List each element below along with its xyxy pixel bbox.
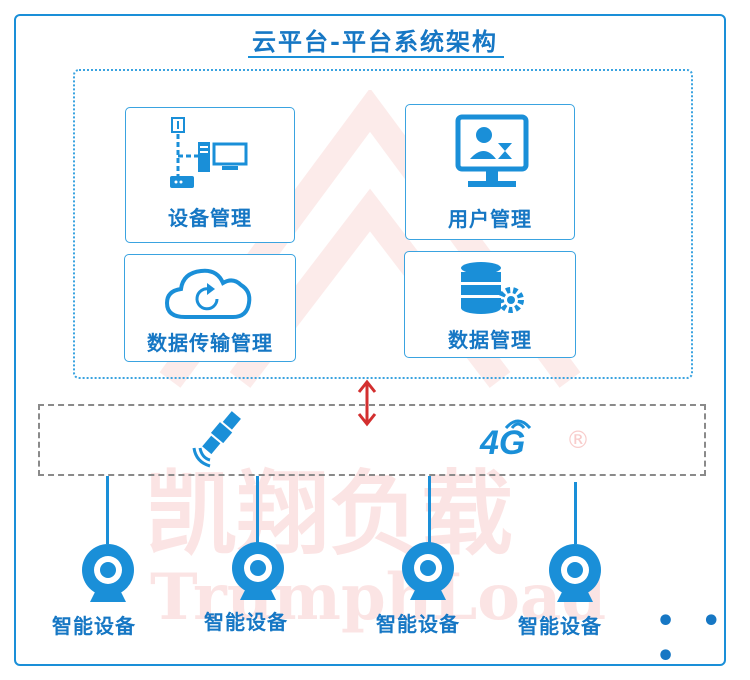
module-card-data-transmission: 数据传输管理	[124, 254, 296, 362]
bidirectional-arrow-icon	[357, 379, 377, 427]
device-label: 智能设备	[518, 614, 602, 638]
module-label: 数据管理	[448, 328, 532, 352]
module-card-user-management: 用户管理	[405, 104, 575, 240]
connector-line	[574, 482, 577, 544]
device-label: 智能设备	[52, 614, 136, 638]
more-devices-ellipsis: • • •	[656, 604, 729, 674]
user-monitor-icon	[455, 114, 529, 187]
device-label: 智能设备	[204, 610, 288, 634]
database-gear-icon	[461, 262, 524, 314]
platform-box	[73, 69, 693, 379]
smart-device-icon	[402, 542, 454, 600]
watermark-en: TrumphLoad	[150, 560, 607, 635]
network-layer-box	[38, 404, 706, 476]
connector-line	[106, 476, 109, 544]
cellular-4g-label: 4G	[480, 424, 526, 462]
module-card-device-management: 设备管理	[125, 107, 295, 243]
smart-device-icon	[82, 544, 134, 602]
title-underline	[248, 56, 504, 58]
signal-arcs-icon	[504, 419, 532, 430]
smart-device-icon	[232, 542, 284, 600]
module-label: 数据传输管理	[147, 331, 273, 355]
cloud-sync-icon	[164, 268, 252, 319]
satellite-icon	[192, 411, 241, 468]
registered-mark: ®	[566, 426, 590, 454]
connector-line	[256, 476, 259, 544]
module-label: 用户管理	[448, 207, 532, 231]
device-network-icon	[170, 117, 248, 188]
smart-device-icon	[549, 544, 601, 602]
page-title: 云平台-平台系统架构	[252, 27, 498, 56]
connector-line	[428, 476, 431, 544]
watermark-cn: 凯翔负载	[145, 460, 514, 568]
device-label: 智能设备	[376, 612, 460, 636]
module-card-data-management: 数据管理	[404, 251, 576, 358]
outer-frame	[14, 14, 726, 666]
module-label: 设备管理	[168, 206, 252, 230]
